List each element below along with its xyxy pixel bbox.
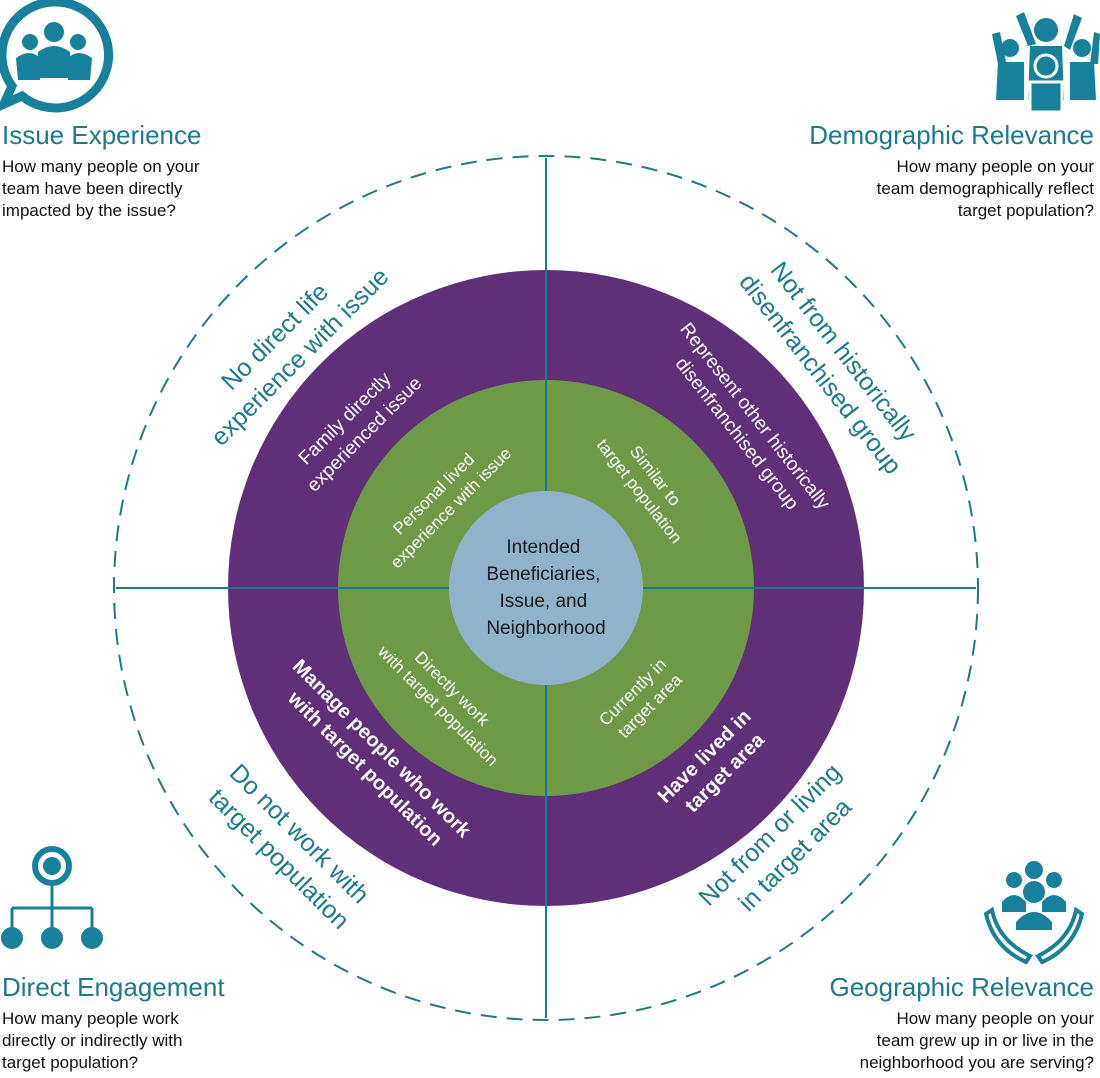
direct-engagement-block: Direct Engagement How many people work d… (2, 972, 332, 1074)
direct-engagement-title: Direct Engagement (2, 972, 225, 1002)
geographic-relevance-block: Geographic Relevance How many people on … (764, 972, 1095, 1074)
issue-experience-title: Issue Experience (2, 120, 202, 150)
outer-dashed-ring (113, 155, 979, 1021)
cheering-group-icon (992, 12, 1100, 114)
demographic-relevance-question: How many people on your team demographic… (876, 157, 1094, 220)
center-label: Intended Beneficiaries, Issue, and Neigh… (486, 537, 605, 639)
direct-engagement-question: How many people work directly or indirec… (2, 1009, 183, 1072)
hands-holding-people-icon (983, 861, 1085, 965)
demographic-relevance-block: Demographic Relevance How many people on… (764, 120, 1094, 222)
people-speech-bubble-icon (0, 0, 114, 113)
org-hierarchy-icon (1, 846, 103, 949)
geographic-relevance-question: How many people on your team grew up in … (859, 1009, 1094, 1072)
demographic-relevance-title: Demographic Relevance (809, 120, 1094, 150)
center-circle (449, 491, 643, 685)
issue-experience-block: Issue Experience How many people on your… (2, 120, 332, 222)
geographic-relevance-title: Geographic Relevance (829, 972, 1095, 1002)
issue-experience-question: How many people on your team have been d… (2, 157, 200, 220)
